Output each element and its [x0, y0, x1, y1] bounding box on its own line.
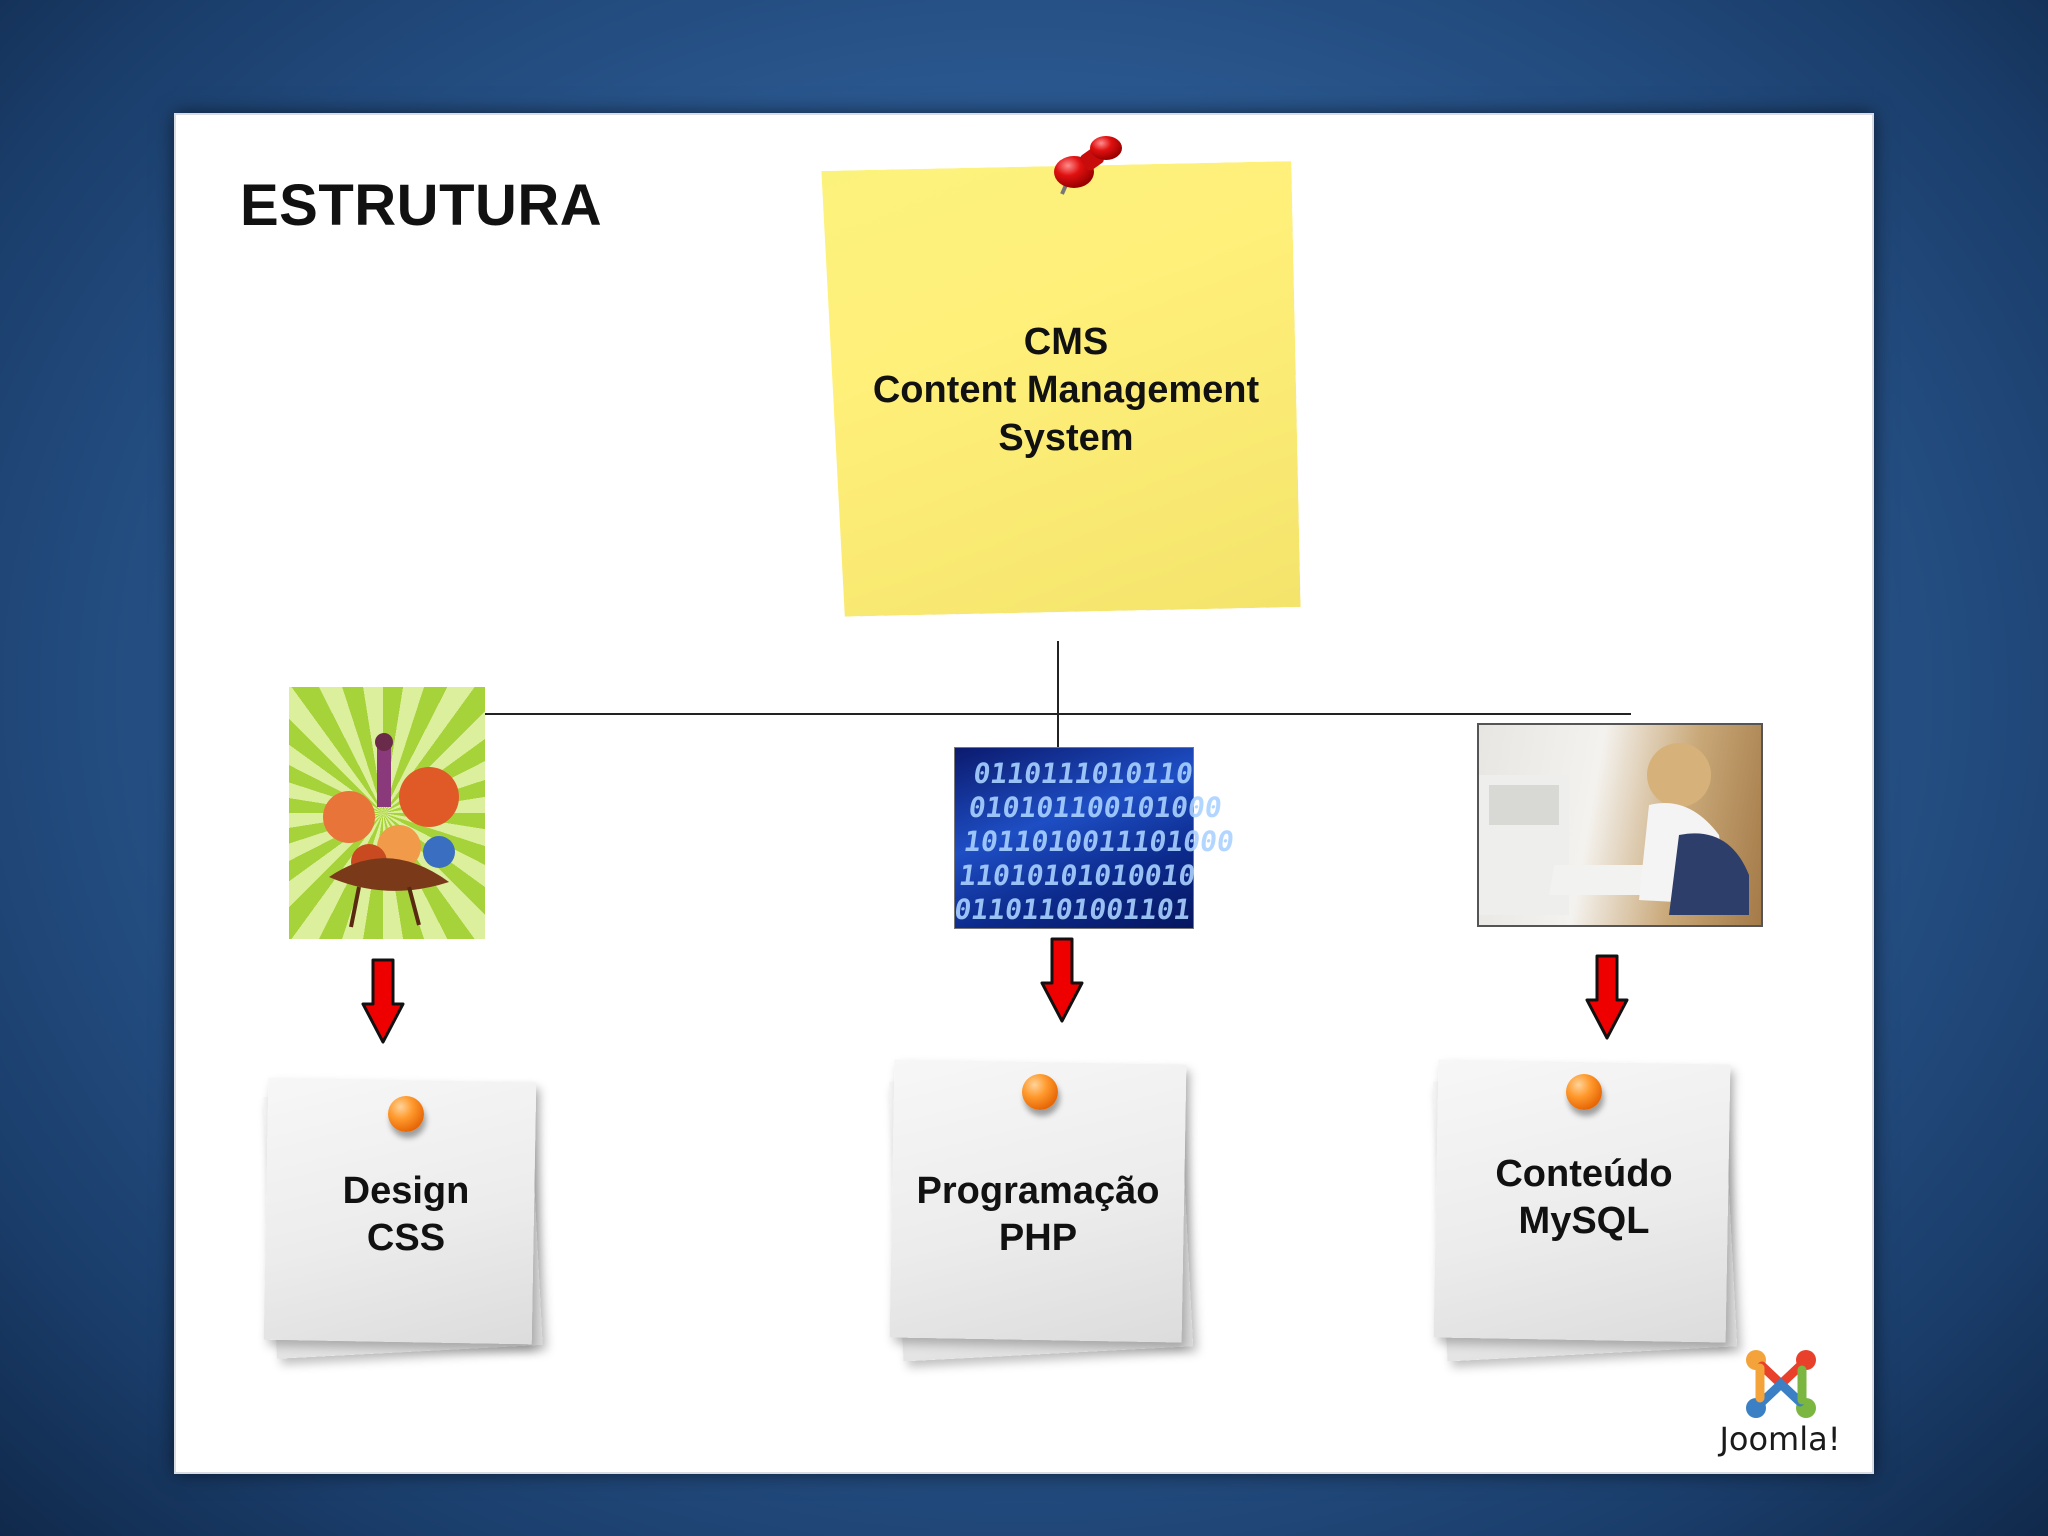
root-note-line: CMS [1023, 321, 1109, 363]
binary-code-text: 0110111010110 010101100101000 1011010011… [952, 757, 1237, 926]
down-arrow-icon [1585, 954, 1629, 1040]
root-note-line: System [998, 417, 1134, 459]
root-note-line: Content Management [872, 369, 1260, 411]
orange-pushpin-icon [1022, 1074, 1058, 1110]
programacao-php-label: Programação PHP [916, 1170, 1160, 1259]
slide-title: ESTRUTURA [240, 173, 603, 238]
red-pushpin-icon [1054, 136, 1122, 195]
down-arrow-icon [361, 958, 405, 1044]
joomla-logo-icon [1746, 1350, 1816, 1418]
design-css-label: Design CSS [342, 1170, 470, 1259]
down-arrow-icon [1040, 937, 1084, 1023]
conteudo-mysql-label: Conteúdo MySQL [1495, 1153, 1673, 1242]
binary-code-image [954, 747, 1194, 929]
joomla-logo-text: Joomla! [1719, 1420, 1841, 1458]
connector-vertical [1057, 641, 1059, 749]
flower-art-image [289, 687, 485, 939]
orange-pushpin-icon [388, 1096, 424, 1132]
root-note-text: CMS Content Management System [826, 318, 1306, 462]
orange-pushpin-icon [1566, 1074, 1602, 1110]
connector-horizontal [485, 713, 1631, 715]
child-at-computer-image [1477, 723, 1763, 927]
